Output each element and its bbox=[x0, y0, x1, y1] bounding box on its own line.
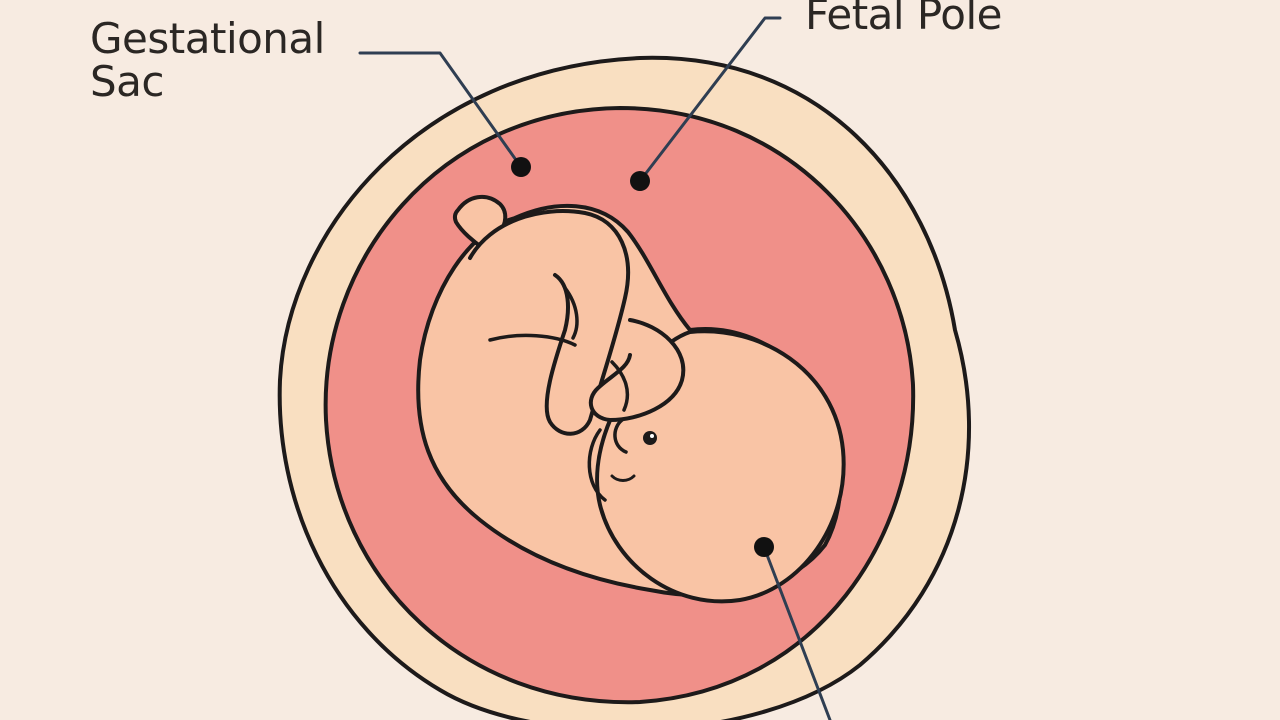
gestational-sac-label-line1: Gestational bbox=[90, 14, 325, 63]
gestational-sac-label-line2: Sac bbox=[90, 56, 164, 106]
fetal-pole-label: Fetal Pole bbox=[805, 0, 1002, 37]
lower-marker-dot bbox=[754, 537, 774, 557]
fetus-crease-3 bbox=[610, 360, 630, 412]
fetal-pole bbox=[416, 194, 846, 604]
gestational-sac-marker-dot bbox=[511, 157, 531, 177]
fetus-ear bbox=[613, 418, 628, 454]
gestational-sac-label: Gestational Sac bbox=[90, 14, 325, 106]
fetus-arm bbox=[588, 318, 686, 422]
fetus-mouth bbox=[610, 474, 636, 482]
fetus-eye bbox=[643, 431, 657, 445]
fetal-pole-label-text: Fetal Pole bbox=[805, 0, 1002, 39]
gestational-sac-leader-line bbox=[358, 51, 523, 169]
fetus-face-outline bbox=[587, 428, 607, 502]
fetus-crease-1 bbox=[488, 333, 577, 347]
fetus-crease-2 bbox=[563, 286, 579, 340]
fetus-eye-highlight bbox=[650, 434, 654, 438]
fetal-pole-leader-line bbox=[638, 16, 782, 183]
fetal-pole-marker-dot bbox=[630, 171, 650, 191]
lower-leader-line bbox=[762, 545, 832, 720]
